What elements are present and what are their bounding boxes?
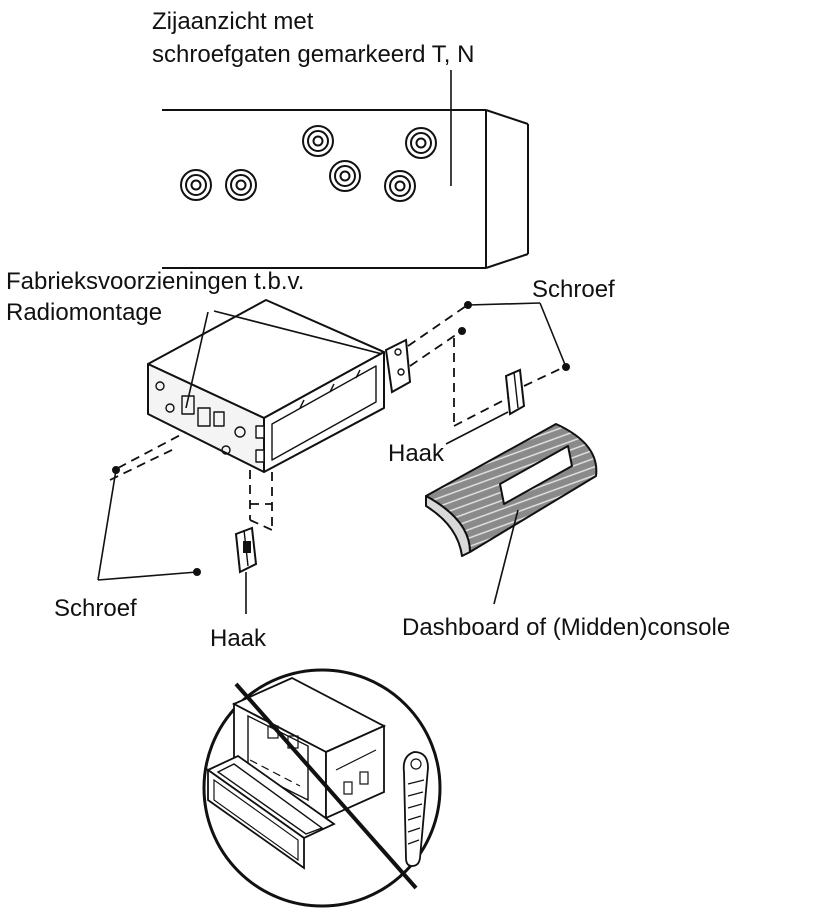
prohibited-slash — [234, 682, 418, 890]
screw-hole-3 — [302, 125, 334, 157]
screw-top-leader — [467, 302, 567, 368]
factory-leaders — [185, 310, 383, 409]
screw-left-leader — [97, 469, 198, 581]
side-bracket — [384, 338, 412, 394]
right-screws — [458, 301, 570, 371]
mounting-strap — [402, 751, 429, 867]
screw-label-top: Schroef — [532, 276, 615, 303]
screw-label-left: Schroef — [54, 595, 137, 622]
prohibited-circle — [202, 668, 442, 908]
dashboard-label: Dashboard of (Midden)console — [402, 614, 731, 641]
hook-label-bottom: Haak — [210, 625, 267, 652]
side-view-panel — [162, 109, 529, 269]
dashboard-console — [425, 423, 598, 557]
left-dashed-paths — [109, 431, 273, 531]
factory-label-line2: Radiomontage — [6, 299, 163, 326]
screw-holes — [180, 125, 437, 202]
bottom-hook — [234, 526, 258, 574]
hook-right-leader — [445, 411, 509, 445]
left-screws — [112, 466, 201, 576]
dashboard-leader — [493, 509, 519, 605]
screw-hole-1 — [180, 169, 212, 201]
old-trim-ring — [206, 754, 336, 870]
screw-hole-5 — [384, 170, 416, 202]
side-view-label-line2: schroefgaten gemarkeerd T, N — [152, 41, 475, 68]
right-dashed-paths — [407, 305, 563, 427]
right-hook — [504, 368, 526, 416]
factory-label-line1: Fabrieksvoorzieningen t.b.v. — [6, 268, 305, 295]
side-view-label-line1: Zijaanzicht met — [152, 8, 314, 35]
old-sleeve — [231, 677, 387, 820]
radio-chassis — [147, 299, 385, 473]
hook-label-right: Haak — [388, 440, 445, 467]
screw-hole-6 — [405, 127, 437, 159]
screw-hole-4 — [329, 160, 361, 192]
screw-hole-2 — [225, 169, 257, 201]
